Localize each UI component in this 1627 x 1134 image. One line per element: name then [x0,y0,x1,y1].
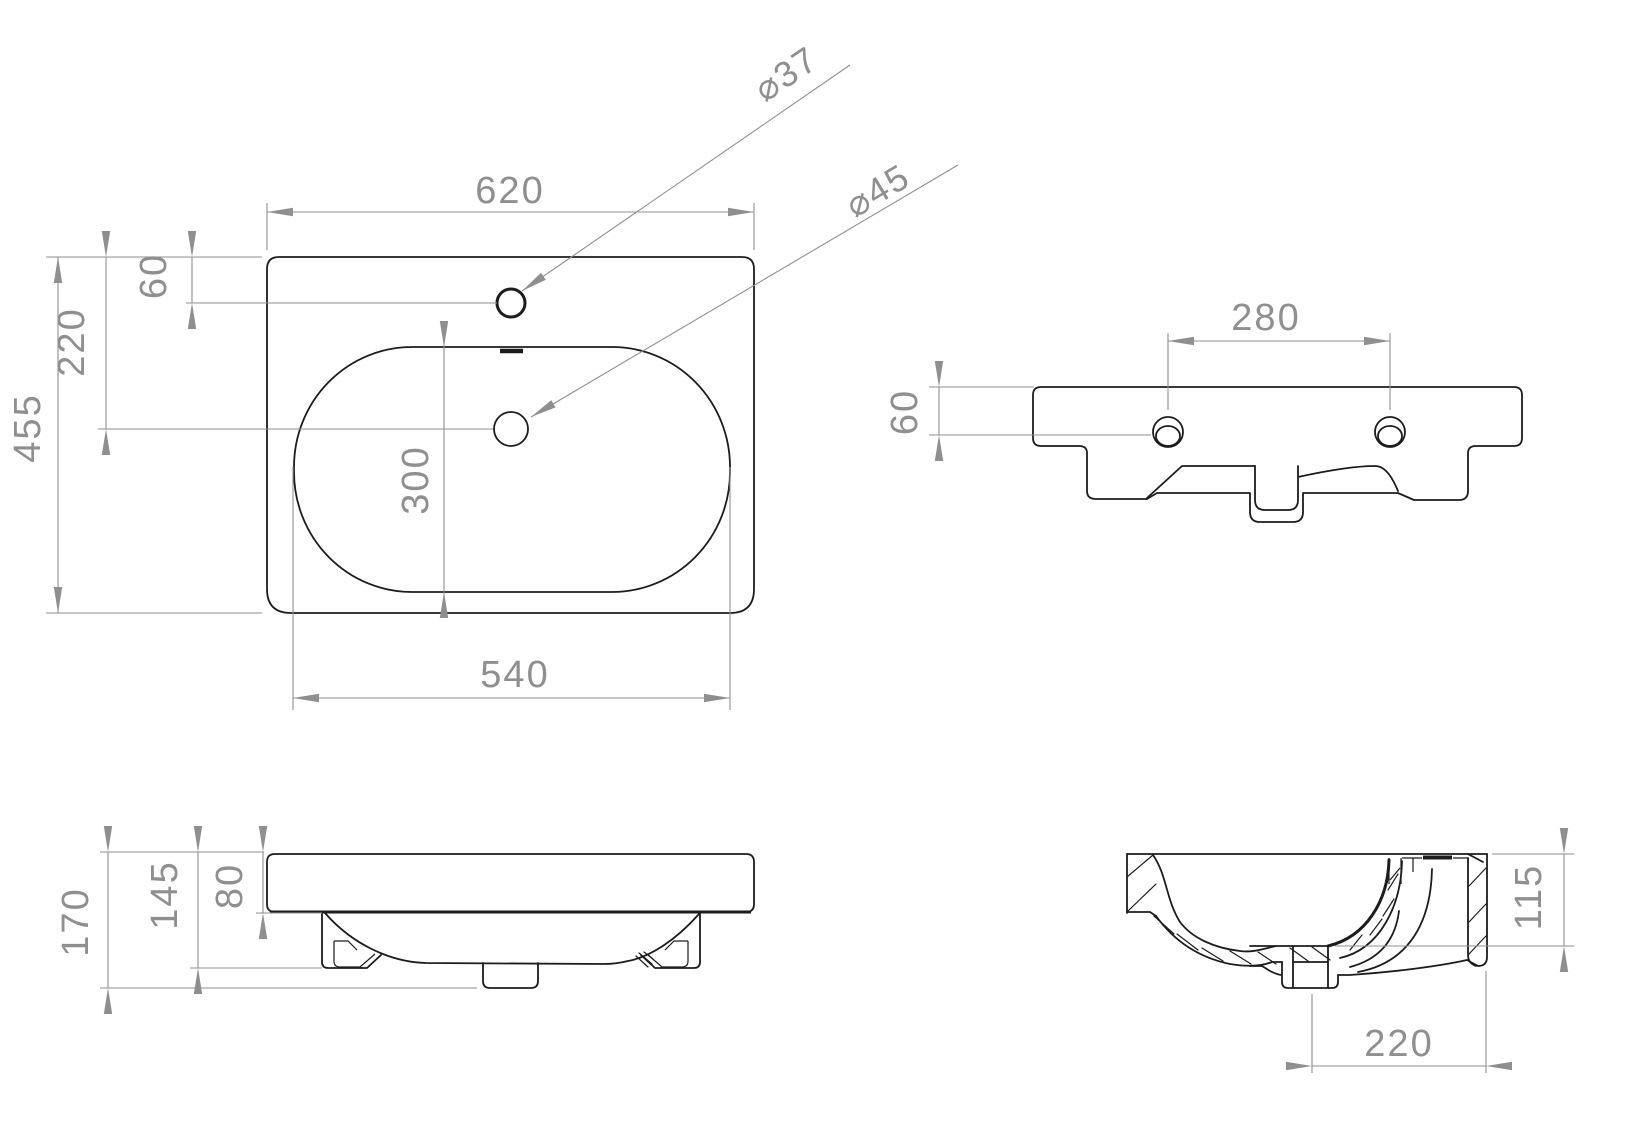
side-section-view: 115 220 [1126,828,1574,1073]
dim-220-side: 220 [1286,971,1512,1073]
side-hatch-mount-wall [1468,867,1487,955]
dim-60-plan: 60 [133,231,497,329]
dim-text-170: 170 [55,887,97,956]
side-casing-inner [1357,868,1433,973]
callout-faucet-hole: ⌀37 [521,38,851,292]
rear-bowl-underside [1146,465,1399,499]
front-chamfer-hatch [635,951,654,968]
rear-view: 280 60 [884,297,1523,523]
front-view: 170 145 80 [55,826,755,1014]
plan-view: 620 455 220 60 300 [7,38,959,710]
front-left-foot [321,911,382,969]
fixing-hole-left [1152,416,1184,448]
callout-drain-hole: ⌀45 [530,155,959,418]
side-overflow-baffle [1349,910,1400,968]
dim-145: 145 [144,826,322,994]
side-hatch-rear-wall-band [1349,873,1399,951]
dim-text-220-plan: 220 [51,307,93,376]
dim-300: 300 [395,321,449,618]
fixing-hole-right [1374,416,1406,448]
drain-hole [493,411,529,447]
dim-text-60-plan: 60 [133,253,175,299]
plan-bowl-outline [293,346,731,593]
side-bowl-exterior [1155,915,1329,967]
rear-body-outline [1032,386,1523,523]
faucet-hole [495,287,527,319]
front-right-bracket-slot [646,940,689,968]
side-front-lip [1126,853,1157,917]
dim-455: 455 [7,256,262,614]
dim-text-300: 300 [395,445,437,514]
dim-text-220-side: 220 [1364,1023,1433,1065]
front-bowl-underside [324,912,700,965]
dim-115: 115 [1335,828,1574,972]
dim-620: 620 [266,170,755,250]
side-rear-interior-wall [1326,858,1391,948]
side-hatch-lip [1126,854,1157,912]
side-casing-bottom [1337,959,1468,976]
dim-text-620: 620 [475,170,544,212]
overflow-slot-section [1388,858,1402,884]
dim-80: 80 [209,826,322,939]
front-left-bracket-slot [333,940,376,968]
side-rear-exterior-wall [1339,860,1403,959]
callout-text-faucet: ⌀37 [746,38,825,110]
side-rear-wall [1466,853,1488,967]
side-hatch-bowl-wall [1153,915,1331,965]
front-right-foot [640,911,701,969]
callout-text-drain: ⌀45 [838,155,917,225]
dim-170: 170 [55,826,477,1014]
dim-280: 280 [1167,297,1391,410]
dim-220-plan: 220 [51,231,493,455]
dim-text-60-rear: 60 [884,389,926,435]
front-apron-outline [266,853,755,913]
dim-text-145: 145 [144,860,186,929]
front-drain-box [482,962,539,989]
side-rear-ledge [1402,857,1468,872]
dim-text-115: 115 [1508,864,1550,931]
dim-text-80: 80 [209,863,251,909]
side-bowl-interior [1152,854,1329,953]
dim-text-455: 455 [7,393,49,462]
dim-60-rear: 60 [884,361,1151,461]
dim-text-280: 280 [1231,297,1300,339]
dim-540: 540 [292,467,731,710]
rear-drain-pipe [1254,465,1299,511]
dim-text-540: 540 [480,654,549,696]
side-drain-trap [1249,945,1339,989]
plan-countertop-outline [266,256,755,614]
